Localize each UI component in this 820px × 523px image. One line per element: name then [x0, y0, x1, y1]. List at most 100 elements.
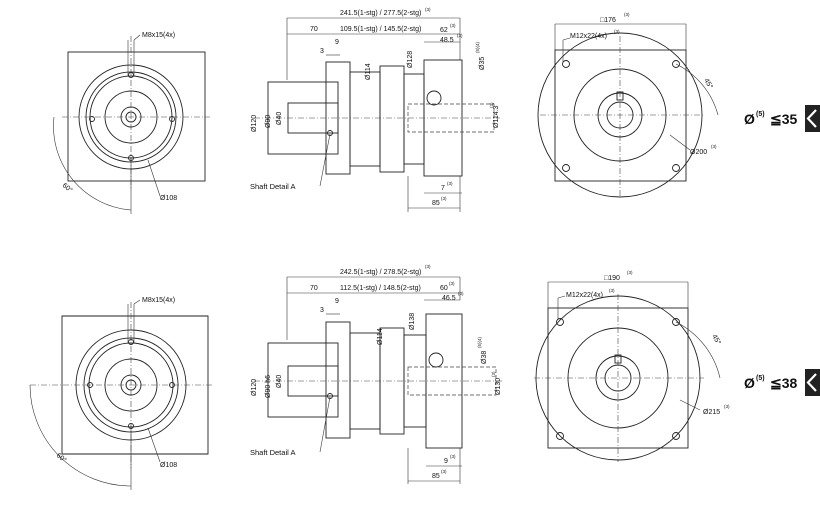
flange-angle-label: 45°: [710, 333, 722, 346]
dim-d114b-label: Ø114.3: [493, 105, 500, 128]
flange-pcd-leader: [679, 399, 701, 411]
flange-square: [554, 49, 687, 182]
front-bolt-label: M8x15(4x): [142, 297, 175, 304]
output-flange: [425, 313, 463, 449]
flange-pcd-label: Ø215: [703, 409, 720, 416]
front-housing-outline: [67, 51, 206, 182]
dim-7-sup: (3): [447, 181, 453, 186]
badge-tab: [805, 105, 820, 132]
bolt-hole-left: [89, 116, 95, 122]
shaft-badge-2: Ø (5) ≦38: [744, 369, 820, 396]
front-angle-arc: [29, 384, 132, 487]
dim-48-label: 46.5: [442, 295, 456, 302]
flange-bolt-bl: [556, 432, 564, 440]
lube-port: [428, 352, 444, 368]
dim-62-sup: (3): [450, 23, 456, 28]
dim-d114b-sup: (3): [489, 102, 494, 108]
badge-sup: (5): [756, 111, 765, 118]
flange-angle-arc: [675, 321, 721, 379]
dim-85-sup: (3): [441, 196, 447, 201]
dim-d128-label: Ø128: [407, 51, 414, 68]
flange-bolt-sup: (3): [609, 288, 615, 293]
badge-tab: [805, 369, 820, 396]
dim-48-sup: (3): [457, 33, 463, 38]
badge-arrow-icon: [806, 109, 817, 128]
dim-d35-sup: (5)(4): [477, 336, 482, 348]
body-taper: [403, 73, 425, 165]
dim-48-sup: (3): [458, 291, 464, 296]
flange-bolt-sup: (3): [614, 29, 620, 34]
dim-9-label: 9: [335, 39, 339, 46]
flange-bolt-label: M12x22(4x): [566, 292, 603, 299]
dim-d114b-sup: (3): [491, 371, 496, 377]
dim-d35-label: Ø35: [479, 57, 486, 70]
dim-d40-label: Ø40: [276, 375, 283, 388]
front-pcd-label: Ø108: [160, 462, 177, 469]
total-length-sup: (3): [425, 7, 431, 12]
shaft-badge-1: Ø (5) ≦35: [744, 105, 820, 132]
badge-prefix: Ø: [744, 375, 755, 391]
body-section-1: [349, 71, 381, 167]
lube-port: [426, 90, 442, 106]
flange-square-label: □190: [604, 275, 620, 282]
side-view-1: 241.5(1-stg) / 277.5(2-stg) (3) 70 109.5…: [250, 7, 500, 212]
dim-d90-label: Ø90 h6: [265, 375, 272, 398]
flange-pcd-leader: [669, 134, 691, 151]
front-bolt-label: M8x15(4x): [142, 32, 175, 39]
dim-d114-label: Ø114: [365, 63, 372, 80]
flange-bolt-tl: [562, 60, 570, 68]
flange-view-2: □190 (3) M12x22(4x) (3) 45° Ø215 (3): [534, 270, 730, 462]
flange-square-sup: (3): [627, 270, 633, 275]
front-pcd-label: Ø108: [160, 195, 177, 202]
flange-bolt-bl: [562, 164, 570, 172]
flange-bolt-leader-arm: [557, 295, 566, 299]
flange-square-sup: (3): [624, 12, 630, 17]
shaft-detail-leader: [319, 133, 331, 187]
flange-square-label: □176: [600, 17, 616, 24]
dim-7-sup: (3): [450, 454, 456, 459]
dim-d114-label: Ø114: [377, 328, 384, 345]
flange-bolt-tl: [556, 318, 564, 326]
badge-sup: (5): [756, 375, 765, 382]
dim-62-sup: (3): [449, 281, 455, 286]
bolt-leader-arm: [133, 299, 141, 305]
front-view-1: M8x15(4x) 60° Ø108: [53, 32, 210, 214]
dim-85-sup: (3): [441, 469, 447, 474]
row-1: M8x15(4x) 60° Ø108 241.5(1-stg) / 277.5(…: [53, 7, 820, 214]
side-view-2: 242.5(1-stg) / 278.5(2-stg) (3) 70 112.5…: [250, 264, 502, 484]
shaft-detail-leader: [319, 396, 331, 453]
bolt-hole-right: [169, 116, 175, 122]
front-view-2: M8x15(4x) 60° Ø108: [29, 297, 214, 490]
dim-70-label: 70: [310, 285, 318, 292]
dim-inner-label: 109.5(1-stg) / 145.5(2-stg): [340, 26, 421, 33]
body-section-2: [379, 65, 405, 173]
flange-bolt-leader-arm: [562, 37, 571, 41]
flange-bolt-tr: [672, 60, 680, 68]
dim-d128-label: Ø138: [409, 313, 416, 330]
dim-62-label: 62: [440, 27, 448, 34]
row-2: M8x15(4x) 60° Ø108 242.5(1-stg) / 278.5(…: [29, 264, 820, 490]
flange-angle-label: 45°: [702, 77, 714, 90]
flange-circle-3: [595, 355, 641, 401]
dim-7-label: 7: [441, 185, 445, 192]
dim-48-label: 48.5: [440, 37, 454, 44]
total-length-label: 241.5(1-stg) / 277.5(2-stg): [340, 10, 421, 17]
dim-d120-label: Ø120: [251, 115, 258, 132]
dim-inner-label: 112.5(1-stg) / 148.5(2-stg): [340, 285, 421, 292]
badge-value: ≦35: [770, 111, 798, 127]
dim-d90-label: Ø90: [265, 115, 272, 128]
flange-angle-arc: [675, 63, 719, 116]
dim-d114b-label: Ø130: [495, 378, 502, 395]
flange-pcd-label: Ø200: [690, 149, 707, 156]
pcd-leader: [147, 159, 161, 197]
flange-pcd-sup: (3): [711, 144, 717, 149]
flange-bolt-br: [672, 164, 680, 172]
front-angle-label: 60°: [61, 181, 74, 194]
flange-bolt-br: [672, 432, 680, 440]
dim-62-label: 60: [440, 285, 448, 292]
dim-70-label: 70: [310, 26, 318, 33]
badge-value: ≦38: [770, 375, 798, 391]
flange-bolt-label: M12x22(4x): [570, 33, 607, 40]
shaft-detail-label: Shaft Detail A: [250, 448, 295, 457]
flange-bolt-tr: [672, 318, 680, 326]
